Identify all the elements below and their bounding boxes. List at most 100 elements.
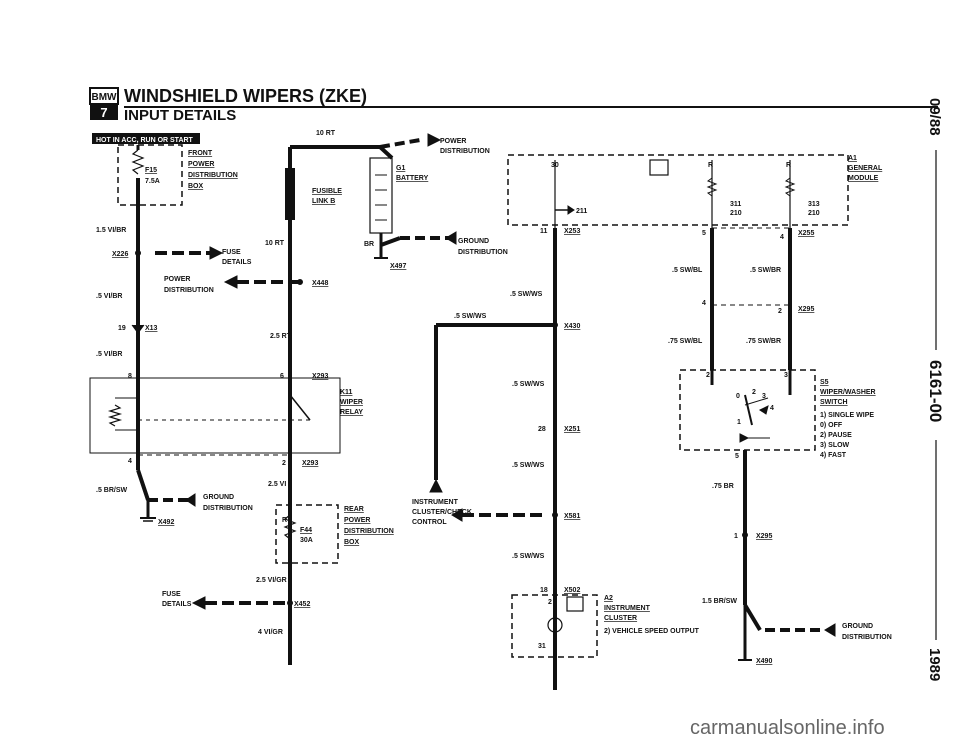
wire-10-rt-top: 10 RT xyxy=(316,130,336,137)
wire-75-swbl: .75 SW/BL xyxy=(668,338,703,345)
connector-x293-b: X293 xyxy=(302,460,318,467)
ground-dist-mid-2: DISTRIBUTION xyxy=(458,249,508,256)
ground-dist-right-1: GROUND xyxy=(842,623,873,630)
wire-4-vigr: 4 VI/GR xyxy=(258,629,283,636)
connector-x255: X255 xyxy=(798,230,814,237)
pin-r1: R xyxy=(708,162,713,169)
connector-x295-b: X295 xyxy=(756,533,772,540)
power-dist-top-1: POWER xyxy=(440,138,466,145)
fuse-details-1b: DETAILS xyxy=(222,259,252,266)
side-margin: 09/88 6161-00 1989 xyxy=(926,98,945,681)
wire-2-5-vi: 2.5 VI xyxy=(268,481,286,488)
wire-5-swws-b: .5 SW/WS xyxy=(454,313,487,320)
pin-4-mid: 4 xyxy=(702,300,706,307)
connector-x497: X497 xyxy=(390,263,406,270)
battery-name: G1 xyxy=(396,165,405,172)
s5-switch: SWITCH xyxy=(820,399,848,406)
pin-6: 6 xyxy=(280,373,284,380)
pin-3-s5: 3 xyxy=(784,372,788,379)
front-power-1: FRONT xyxy=(188,150,213,157)
fuse-f15-rating: 7.5A xyxy=(145,178,160,185)
a2-instrument: INSTRUMENT xyxy=(604,605,651,612)
side-code: 6161-00 xyxy=(926,360,945,422)
watermark: carmanualsonline.info xyxy=(690,717,885,739)
pin-2-s5: 2 xyxy=(706,372,710,379)
brand-badge: BMW xyxy=(92,92,118,103)
a2-cluster: CLUSTER xyxy=(604,615,637,622)
pin-5-top: 5 xyxy=(702,230,706,237)
switch-state-5: 4) FAST xyxy=(820,452,847,459)
switch-state-1: 1) SINGLE WIPE xyxy=(820,412,874,419)
fuse-f15-name: F15 xyxy=(145,167,157,174)
pin-2-left: 2 xyxy=(282,460,286,467)
pin-5-sw: 5 xyxy=(735,453,739,460)
side-date: 09/88 xyxy=(926,98,943,136)
front-power-3: DISTRIBUTION xyxy=(188,172,238,179)
ground-dist-left-1: GROUND xyxy=(203,494,234,501)
series-badge: 7 xyxy=(100,105,107,120)
wire-5-swws-d: .5 SW/WS xyxy=(512,462,545,469)
connector-x492: X492 xyxy=(158,519,174,526)
fusible-link-2: LINK B xyxy=(312,198,335,205)
wire-2-5-rt: 2.5 RT xyxy=(270,333,292,340)
wire-1-5-vibr: 1.5 VI/BR xyxy=(96,227,126,234)
ground-dist-left-2: DISTRIBUTION xyxy=(203,505,253,512)
k11-wiper: WIPER xyxy=(340,399,363,406)
pin-210a: 210 xyxy=(730,210,742,217)
wire-10-rt-mid: 10 RT xyxy=(265,240,285,247)
fuse-f44-rating: 30A xyxy=(300,537,313,544)
hot-in-label: HOT IN ACC, RUN OR START xyxy=(96,137,194,144)
label-br: BR xyxy=(364,241,374,248)
right-section xyxy=(649,159,836,661)
pin-2-a2: 2 xyxy=(548,599,552,606)
wire-2-5-vigr: 2.5 VI/GR xyxy=(256,577,287,584)
header: BMW 7 WINDSHIELD WIPERS (ZKE) INPUT DETA… xyxy=(89,86,938,124)
fuse-f44-r: R xyxy=(282,517,287,524)
pin-311: 311 xyxy=(730,201,741,208)
sw-pos-3: 3 xyxy=(762,393,766,400)
connector-x295-a: X295 xyxy=(798,306,814,313)
sw-pos-0: 0 xyxy=(736,393,740,400)
a2-name: A2 xyxy=(604,595,613,602)
switch-state-3: 2) PAUSE xyxy=(820,432,852,439)
pin-4-left: 4 xyxy=(128,458,132,465)
s5-wiper-washer: WIPER/WASHER xyxy=(820,389,876,396)
pin-11: 11 xyxy=(540,228,548,235)
pin-4-top: 4 xyxy=(780,234,784,241)
front-power-2: POWER xyxy=(188,161,214,168)
wire-5-swws-c: .5 SW/WS xyxy=(512,381,545,388)
connector-x226: X226 xyxy=(112,251,128,258)
fuse-details-1a: FUSE xyxy=(222,249,241,256)
wire-5-swbl: .5 SW/BL xyxy=(672,267,703,274)
wire-1-5-brsw: 1.5 BR/SW xyxy=(702,598,737,605)
connector-x293-a: X293 xyxy=(312,373,328,380)
middle-labels: POWER DISTRIBUTION G1 BATTERY BR GROUND … xyxy=(364,138,700,650)
switch-state-2: 0) OFF xyxy=(820,422,843,429)
power-dist-top-2: DISTRIBUTION xyxy=(440,148,490,155)
pin-1: 1 xyxy=(734,533,738,540)
pin-210b: 210 xyxy=(808,210,820,217)
connector-x448: X448 xyxy=(312,280,328,287)
rear-power-2: POWER xyxy=(344,517,370,524)
sw-pos-2: 2 xyxy=(752,389,756,396)
s5-name: S5 xyxy=(820,379,829,386)
connector-x452: X452 xyxy=(294,601,310,608)
fusible-link-1: FUSIBLE xyxy=(312,188,342,195)
middle-section xyxy=(369,133,849,690)
connector-x13: X13 xyxy=(145,325,158,332)
wire-5-swws-e: .5 SW/WS xyxy=(512,553,545,560)
a1-general: GENERAL xyxy=(848,165,883,172)
fuse-details-2b: DETAILS xyxy=(162,601,192,608)
rear-power-3: DISTRIBUTION xyxy=(344,528,394,535)
wire-5-brsw: .5 BR/SW xyxy=(96,487,128,494)
connector-x430: X430 xyxy=(564,323,580,330)
ground-dist-mid-1: GROUND xyxy=(458,238,489,245)
pin-r2: R xyxy=(786,162,791,169)
pin-211: 211 xyxy=(576,208,587,215)
page-title: WINDSHIELD WIPERS (ZKE) xyxy=(124,86,367,106)
ic-control-1: INSTRUMENT xyxy=(412,499,459,506)
sw-pos-1: 1 xyxy=(737,419,741,426)
front-power-4: BOX xyxy=(188,183,204,190)
